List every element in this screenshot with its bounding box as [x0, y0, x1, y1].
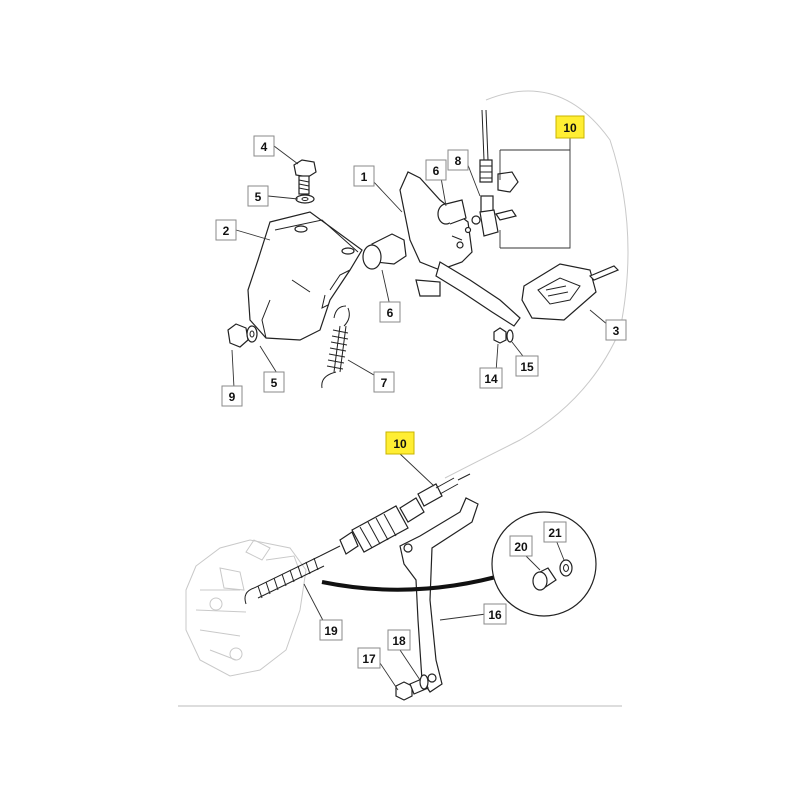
- callout-18: 18: [387, 629, 411, 651]
- throttle-lever-bracket: [399, 497, 479, 693]
- bolt: [293, 159, 317, 195]
- cable-end-fitting-top: [471, 109, 519, 237]
- svg-text:2: 2: [223, 224, 230, 238]
- leader-lines-bottom: [303, 451, 565, 691]
- callout-19: 19: [319, 619, 343, 641]
- svg-text:19: 19: [324, 624, 338, 638]
- svg-text:8: 8: [455, 154, 462, 168]
- callout-14: 14: [479, 367, 503, 389]
- svg-text:5: 5: [255, 190, 262, 204]
- svg-text:15: 15: [520, 360, 534, 374]
- svg-text:20: 20: [514, 540, 528, 554]
- callout-5-top: 5: [247, 185, 269, 207]
- svg-text:3: 3: [613, 324, 620, 338]
- svg-text:1: 1: [361, 170, 368, 184]
- leader-lines-top: [231, 145, 615, 389]
- callout-16: 16: [483, 603, 507, 625]
- callout-17: 17: [357, 647, 381, 669]
- callout-10-bracket: [500, 138, 571, 249]
- clutch-pedal-arm: [362, 171, 521, 327]
- svg-text:14: 14: [484, 372, 498, 386]
- callout-4: 4: [253, 135, 275, 157]
- callout-1: 1: [353, 165, 375, 187]
- svg-text:10: 10: [393, 437, 407, 451]
- callout-15: 15: [515, 355, 539, 377]
- callout-2: 2: [215, 219, 237, 241]
- svg-text:9: 9: [229, 390, 236, 404]
- callout-10-bottom: 10: [385, 431, 415, 455]
- svg-text:6: 6: [433, 164, 440, 178]
- return-spring: [321, 305, 350, 389]
- mounting-bracket: [247, 211, 363, 341]
- callout-5-bottom: 5: [263, 371, 285, 393]
- svg-text:16: 16: [488, 608, 502, 622]
- lever-bolt: [395, 674, 429, 701]
- callout-6-bottom: 6: [379, 301, 401, 323]
- pedal-nut: [493, 327, 514, 344]
- cable-bellows: [339, 473, 471, 555]
- svg-text:18: 18: [392, 634, 406, 648]
- svg-text:21: 21: [548, 526, 562, 540]
- nut-and-washer: [227, 323, 258, 348]
- svg-text:10: 10: [563, 121, 577, 135]
- svg-text:5: 5: [271, 376, 278, 390]
- callout-21: 21: [543, 521, 567, 543]
- callout-9: 9: [221, 385, 243, 407]
- callout-8: 8: [447, 149, 469, 171]
- svg-text:6: 6: [387, 306, 394, 320]
- callout-7: 7: [373, 371, 395, 393]
- svg-text:7: 7: [381, 376, 388, 390]
- callout-3: 3: [605, 319, 627, 341]
- cable-routing-line: [444, 90, 629, 479]
- callout-6-top: 6: [425, 159, 447, 181]
- callout-10-top: 10: [555, 115, 585, 139]
- svg-text:4: 4: [261, 140, 268, 154]
- pedal-pad: [521, 263, 620, 321]
- governor-spring: [244, 545, 341, 605]
- injection-pump-outline: [185, 539, 307, 677]
- svg-text:17: 17: [362, 652, 376, 666]
- bushing: [437, 199, 467, 225]
- washer: [295, 194, 315, 204]
- callout-20: 20: [509, 535, 533, 557]
